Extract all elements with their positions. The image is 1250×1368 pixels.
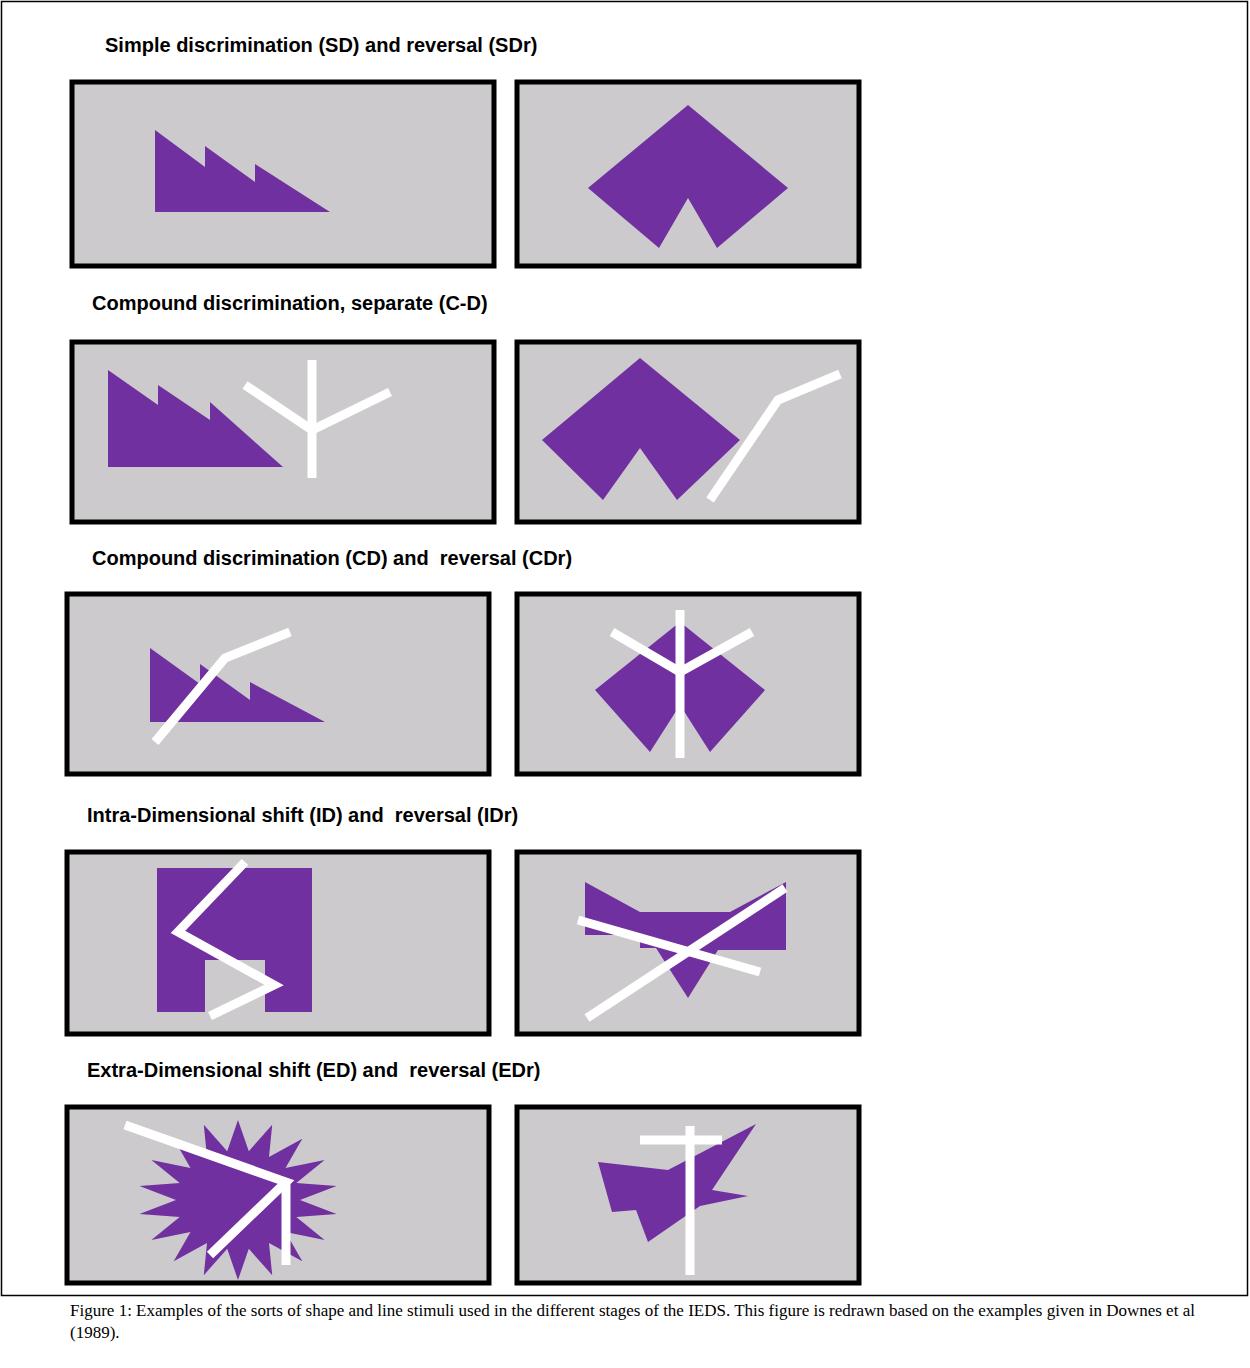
section-heading: Simple discrimination (SD) and reversal … [105, 33, 537, 57]
stimulus-panel [67, 852, 489, 1034]
tree-line [612, 632, 752, 672]
notched-diamond-shape [542, 358, 740, 500]
stimulus-panels [67, 82, 859, 1283]
tree-line [245, 385, 390, 430]
section-heading: Compound discrimination, separate (C-D) [92, 291, 488, 315]
stimulus-panel [517, 852, 859, 1034]
stimulus-panel [517, 594, 859, 774]
t-line [640, 1136, 722, 1145]
section-heading: Compound discrimination (CD) and reversa… [92, 546, 572, 570]
t-line [686, 1126, 695, 1275]
figure-caption: Figure 1: Examples of the sorts of shape… [70, 1300, 1220, 1344]
stimulus-panel [517, 1107, 859, 1283]
stimulus-panel [72, 342, 494, 522]
tree-line [308, 360, 317, 478]
stimulus-panel [517, 82, 859, 266]
stimulus-panel [517, 342, 859, 522]
tree-line [676, 610, 685, 758]
section-heading: Intra-Dimensional shift (ID) and reversa… [87, 803, 518, 827]
bent-line [155, 632, 290, 742]
notched-square-shape [157, 868, 312, 1012]
bent-line [125, 1125, 286, 1255]
sawtooth-shape [108, 370, 283, 467]
notched-diamond-shape [588, 105, 788, 248]
section-heading: Extra-Dimensional shift (ED) and reversa… [87, 1058, 540, 1082]
zigzag-line [178, 862, 274, 1016]
cross-line [587, 888, 785, 1018]
sawtooth-shape [155, 130, 330, 212]
purple-shapes [108, 105, 788, 1280]
stimulus-panel [67, 594, 489, 774]
bent-line [710, 374, 840, 500]
frame-border [2, 2, 1248, 1296]
straight-line [282, 1182, 291, 1265]
stimulus-panel [72, 82, 494, 266]
spiked-shape [598, 1124, 756, 1242]
figure-frame [2, 2, 1248, 1296]
bow-shape [585, 882, 786, 998]
stimulus-panel [67, 1107, 489, 1283]
